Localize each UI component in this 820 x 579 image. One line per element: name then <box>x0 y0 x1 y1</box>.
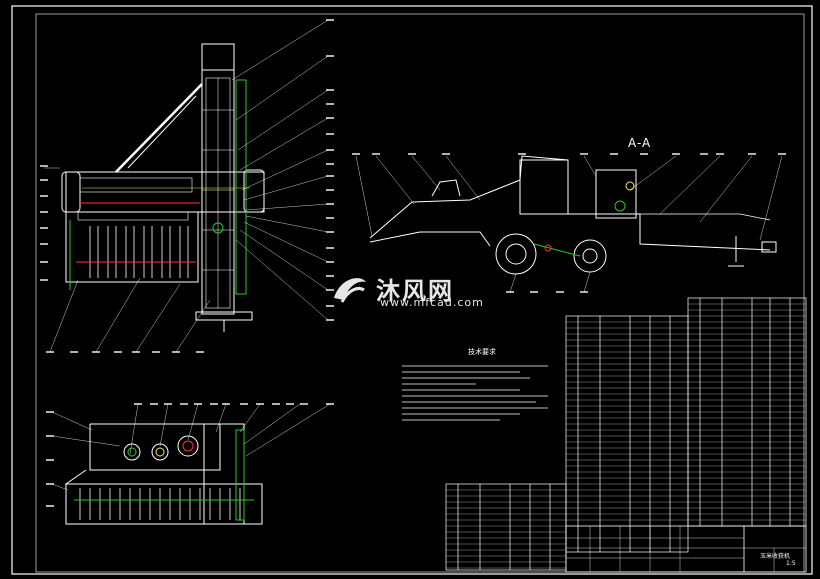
plan-view-leaders <box>51 403 331 491</box>
front-view-colored-parts <box>69 79 250 295</box>
technical-notes-lines <box>402 365 548 421</box>
title-block-scale: 1:5 <box>786 560 796 567</box>
technical-notes-title: 技术要求 <box>468 348 496 356</box>
plan-view-colored-parts <box>74 429 254 521</box>
inner-border <box>35 13 805 573</box>
plan-view-balloon-ticks <box>46 403 334 507</box>
section-label: A-A <box>628 136 652 150</box>
front-view <box>61 43 265 332</box>
side-view-colored-parts <box>533 181 635 257</box>
watermark: 沐风网 www.mfcad.com <box>330 268 483 309</box>
front-view-balloon-ticks <box>40 19 334 353</box>
side-view <box>369 155 777 275</box>
watermark-logo-icon <box>334 278 366 303</box>
watermark-brand: 沐风网 <box>376 276 454 305</box>
title-block-name: 玉米收获机 <box>760 553 791 560</box>
side-view-balloon-ticks <box>352 153 786 293</box>
parts-list-rows <box>446 303 806 569</box>
side-view-leaders <box>355 155 783 293</box>
watermark-url: www.mfcad.com <box>380 296 484 309</box>
outer-border <box>11 5 813 575</box>
front-view-leaders <box>44 19 329 353</box>
plan-view <box>64 423 263 525</box>
parts-list-tables <box>445 297 807 571</box>
title-block <box>565 525 807 573</box>
